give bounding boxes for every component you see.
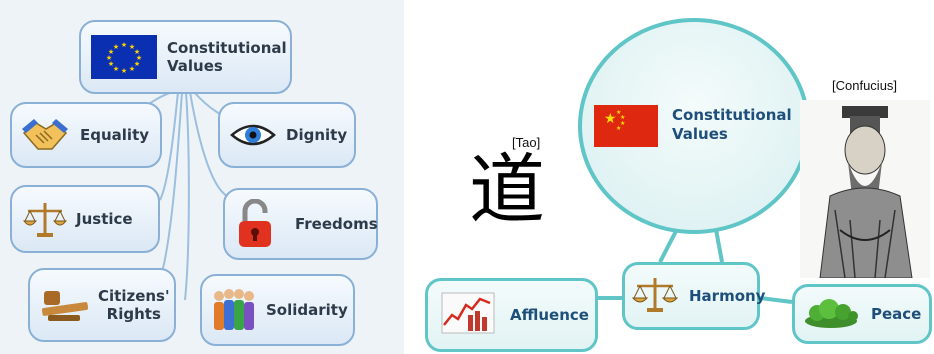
node-solidarity[interactable]: Solidarity: [200, 274, 355, 346]
handshake-icon: [22, 115, 68, 155]
peace-label: Peace: [871, 305, 922, 323]
svg-text:★: ★: [108, 60, 114, 68]
dignity-label: Dignity: [286, 126, 348, 144]
citizens-rights-label: Citizens' Rights: [98, 287, 170, 323]
confucius-caption: [Confucius]: [832, 78, 898, 93]
eu-flag-icon: ★★★ ★★★ ★★★ ★★★: [91, 35, 157, 79]
svg-text:★: ★: [108, 48, 114, 56]
node-affluence[interactable]: Affluence: [425, 278, 598, 352]
rising-chart-icon: [440, 291, 496, 339]
open-padlock-icon: [235, 199, 275, 249]
svg-text:★: ★: [620, 114, 625, 121]
scales-icon: [631, 274, 679, 318]
svg-text:★: ★: [121, 41, 127, 49]
svg-text:★: ★: [136, 54, 142, 62]
node-freedoms[interactable]: Freedoms: [223, 188, 378, 260]
justice-label: Justice: [76, 210, 133, 228]
tao-caption: [Tao]: [512, 135, 541, 150]
tao-character: 道: [469, 145, 545, 234]
svg-text:★: ★: [134, 48, 140, 56]
scales-icon: [22, 199, 68, 239]
people-group-icon: [210, 286, 258, 334]
gavel-icon: [38, 285, 92, 325]
svg-text:★: ★: [113, 65, 119, 73]
eu-root-node[interactable]: ★★★ ★★★ ★★★ ★★★ Constitutional Values: [79, 20, 292, 94]
affluence-label: Affluence: [510, 306, 589, 324]
node-harmony[interactable]: Harmony: [622, 262, 765, 330]
china-flag-icon: ★ ★ ★ ★ ★: [594, 105, 658, 151]
svg-text:★: ★: [121, 67, 127, 75]
harmony-label: Harmony: [689, 287, 766, 305]
svg-text:★: ★: [620, 120, 625, 127]
node-citizens-rights[interactable]: Citizens' Rights: [28, 268, 176, 342]
node-dignity[interactable]: Dignity: [218, 102, 356, 168]
svg-text:★: ★: [604, 111, 617, 127]
freedoms-label: Freedoms: [295, 215, 378, 233]
node-justice[interactable]: Justice: [10, 185, 160, 253]
svg-text:★: ★: [113, 43, 119, 51]
green-landscape-icon: [803, 295, 859, 333]
svg-text:★: ★: [616, 125, 621, 132]
node-equality[interactable]: Equality: [10, 102, 162, 168]
eye-icon: [230, 121, 276, 149]
svg-text:★: ★: [134, 60, 140, 68]
svg-text:★: ★: [129, 65, 135, 73]
solidarity-label: Solidarity: [266, 301, 348, 319]
confucius-portrait: [800, 100, 930, 279]
node-peace[interactable]: Peace: [792, 284, 932, 344]
china-root-label: Constitutional Values: [672, 106, 792, 143]
svg-text:★: ★: [129, 43, 135, 51]
equality-label: Equality: [80, 126, 150, 144]
svg-text:★: ★: [106, 54, 112, 62]
svg-text:★: ★: [616, 109, 621, 116]
eu-root-label: Constitutional Values: [167, 39, 287, 75]
